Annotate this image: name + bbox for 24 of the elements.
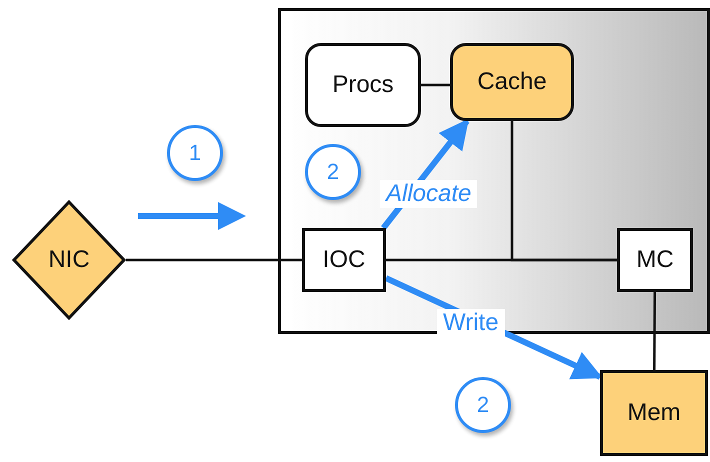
cache-box [450, 43, 574, 121]
connector-line [421, 84, 450, 86]
memory-box [600, 370, 708, 456]
connector-line [653, 292, 656, 370]
step-circle [305, 144, 361, 200]
chip-box [278, 8, 710, 334]
step-circle [167, 125, 223, 181]
step-number: 1 [188, 140, 202, 166]
step-circle [455, 377, 511, 433]
node-label: Cache [477, 68, 547, 96]
edge-label: Write [437, 309, 505, 337]
node-label: IOC [322, 246, 366, 274]
node-label: MC [636, 246, 674, 274]
connector-line [510, 121, 617, 262]
controller-box [617, 228, 693, 292]
controller-box [302, 228, 386, 292]
step-number: 2 [326, 159, 340, 185]
node-label: Procs [332, 71, 394, 99]
node-label: NIC [48, 246, 90, 274]
node-label: Mem [627, 399, 681, 427]
edge-label: Allocate [380, 180, 478, 208]
step-number: 2 [476, 392, 490, 418]
process-box [305, 43, 421, 127]
connector-line [126, 258, 302, 262]
